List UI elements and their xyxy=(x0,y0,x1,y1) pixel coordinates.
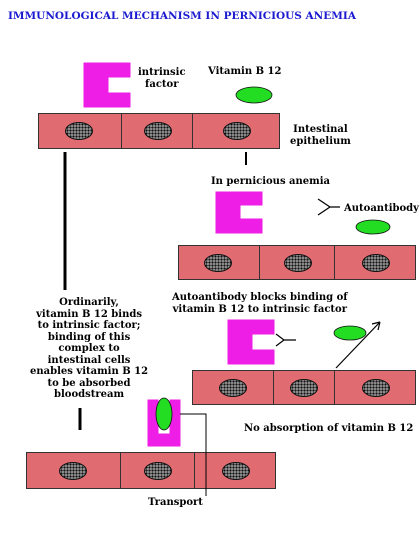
intrinsic-factor-shape xyxy=(227,319,275,365)
epithelial-cell xyxy=(334,370,416,405)
intrinsic-factor-shape xyxy=(83,62,131,108)
epithelial-cell xyxy=(26,452,121,489)
epithelial-cell xyxy=(259,245,335,280)
epithelial-cell xyxy=(121,113,193,149)
epithelial-cell xyxy=(120,452,195,489)
cell-nucleus xyxy=(59,462,87,480)
autoantibody-label: Autoantibody xyxy=(344,203,419,214)
vitamin-b12-shape xyxy=(235,86,273,104)
epithelial-cell xyxy=(334,245,416,280)
cell-nucleus xyxy=(223,122,251,140)
epithelial-cell xyxy=(192,370,274,405)
intestinal-epithelium-label: Intestinal epithelium xyxy=(290,124,351,147)
cell-nucleus xyxy=(144,122,172,140)
cell-nucleus xyxy=(65,122,93,140)
no-absorption-label: No absorption of vitamin B 12 xyxy=(244,423,414,434)
vitamin-b12-shape xyxy=(333,325,367,341)
transport-label: Transport xyxy=(148,497,203,508)
deflection-arrow xyxy=(335,321,381,369)
pernicious-anemia-label: In pernicious anemia xyxy=(211,176,331,187)
diagram-title: IMMUNOLOGICAL MECHANISM IN PERNICIOUS AN… xyxy=(8,10,356,22)
vitamin-b12-shape xyxy=(155,397,173,431)
vitamin-b12-shape xyxy=(355,219,391,235)
cell-nucleus xyxy=(222,462,250,480)
vitamin-b12-label: Vitamin B 12 xyxy=(208,66,282,77)
epithelial-cell xyxy=(192,113,280,149)
autoantibody-blocks-label: Autoantibody blocks binding of vitamin B… xyxy=(172,292,348,315)
epithelial-cell xyxy=(178,245,260,280)
cell-nucleus xyxy=(204,254,232,272)
cell-nucleus xyxy=(144,462,172,480)
cell-nucleus xyxy=(219,379,247,397)
autoantibody-bound xyxy=(275,333,296,347)
intrinsic-factor-shape xyxy=(215,191,263,234)
transport-pointer xyxy=(180,413,207,496)
autoantibody-shape xyxy=(317,198,340,216)
cell-nucleus xyxy=(362,254,390,272)
intrinsic-factor-label: intrinsic factor xyxy=(138,67,186,90)
cell-nucleus xyxy=(290,379,318,397)
cell-nucleus xyxy=(362,379,390,397)
epithelial-cell xyxy=(194,452,276,489)
ordinarily-label: Ordinarily, vitamin B 12 binds to intrin… xyxy=(30,297,149,400)
cell-nucleus xyxy=(284,254,312,272)
